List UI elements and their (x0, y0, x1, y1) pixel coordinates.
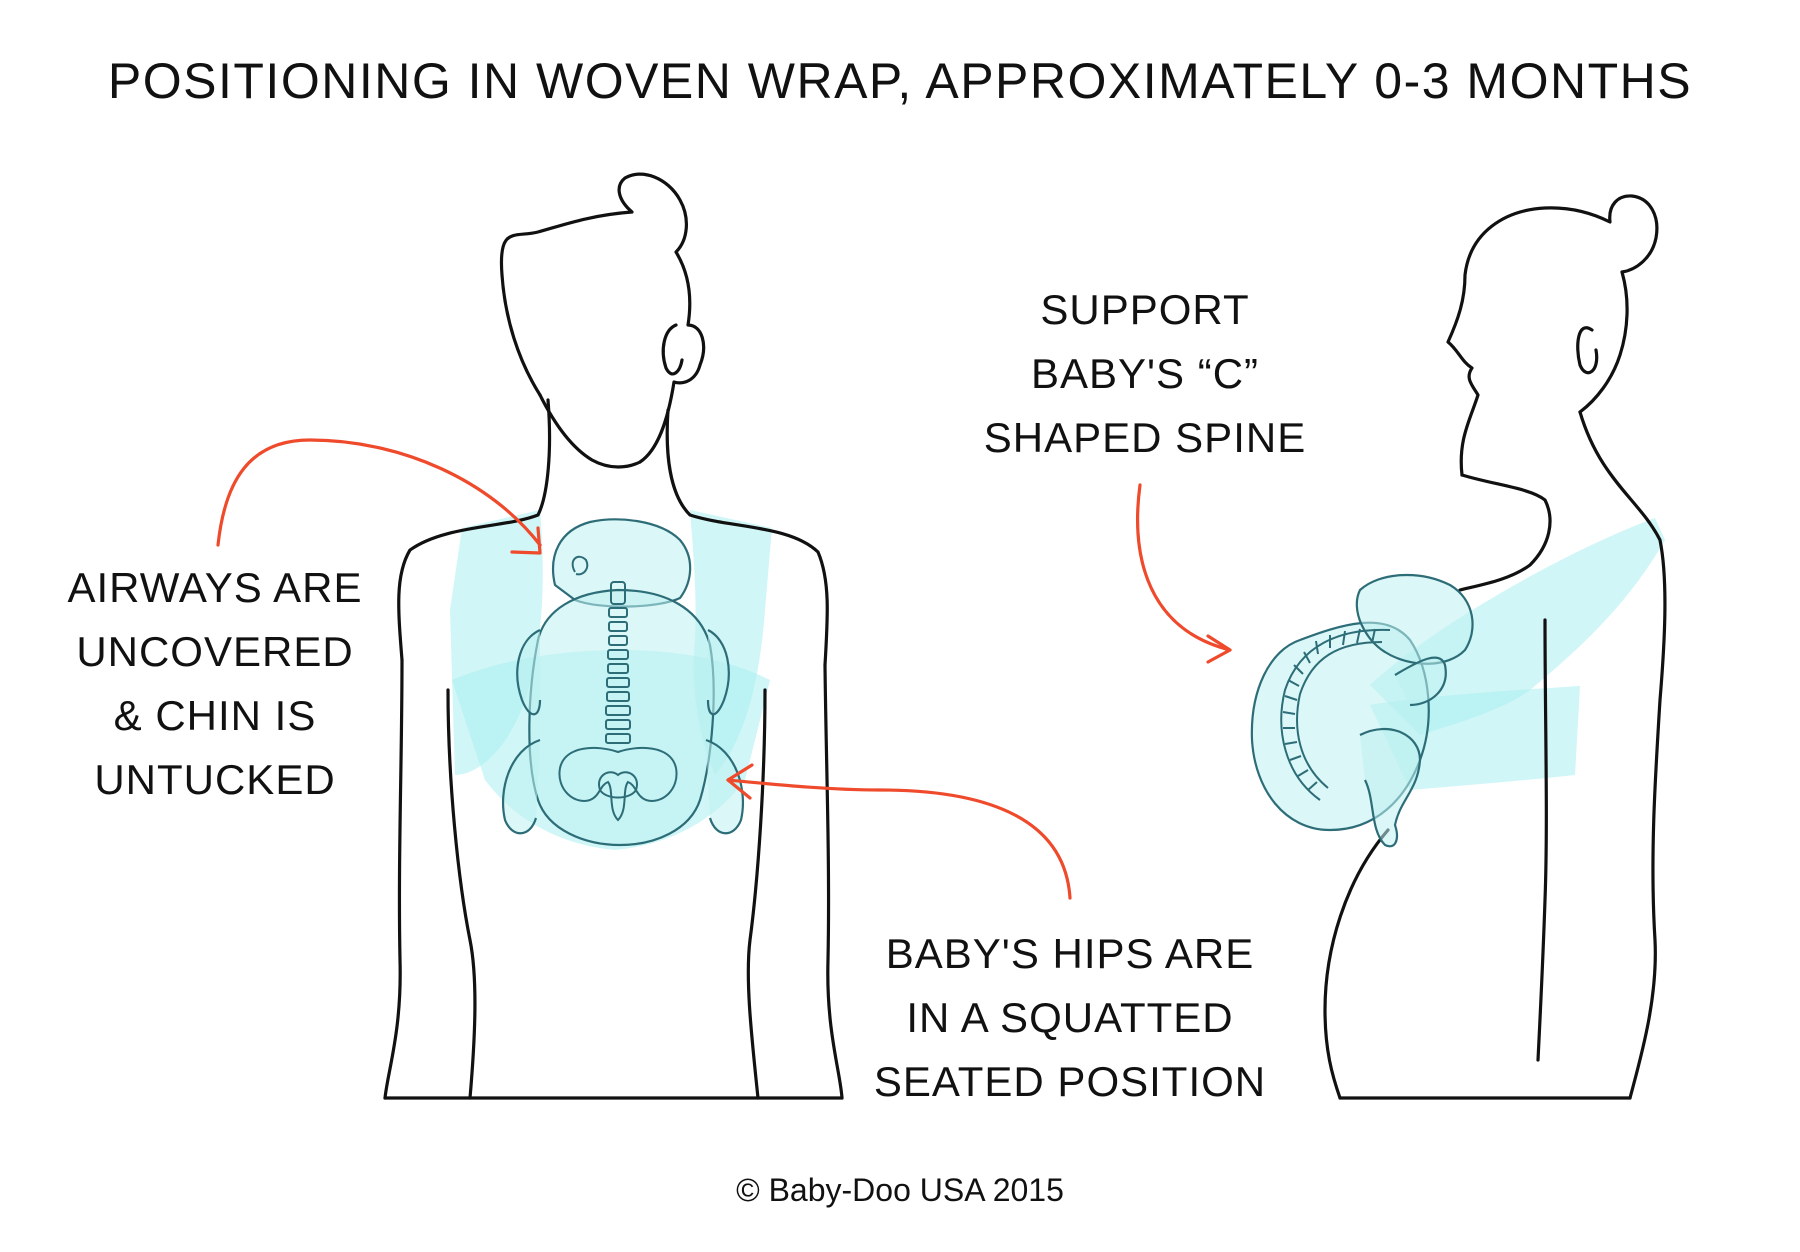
airways-label-line-3: & CHIN IS (30, 684, 400, 748)
arrow-spine (1138, 485, 1230, 650)
side-arm-line (1538, 620, 1546, 1060)
side-ear (1578, 328, 1597, 373)
side-head-outline (1448, 196, 1657, 475)
front-head-outline (501, 174, 703, 462)
front-ear (663, 325, 682, 374)
hips-label-line-3: SEATED POSITION (860, 1050, 1280, 1114)
side-front-contour (1460, 475, 1550, 590)
airways-label-line-1: AIRWAYS ARE (30, 556, 400, 620)
spine-label-line-2: BABY'S “C” (960, 342, 1330, 406)
hips-label-line-1: BABY'S HIPS ARE (860, 922, 1280, 986)
front-jaw (540, 395, 640, 467)
arrow-spine-head (1208, 636, 1230, 662)
front-view-figure (385, 174, 842, 1098)
copyright-notice: © Baby-Doo USA 2015 (0, 1172, 1800, 1209)
spine-label-line-1: SUPPORT (960, 278, 1330, 342)
side-belly (1325, 830, 1388, 1098)
hips-label-line-2: IN A SQUATTED (860, 986, 1280, 1050)
spine-label-line-3: SHAPED SPINE (960, 406, 1330, 470)
side-baby-leg (1360, 729, 1420, 846)
airways-label: AIRWAYS ARE UNCOVERED & CHIN IS UNTUCKED (30, 556, 400, 812)
front-baby-body (529, 590, 713, 845)
front-right-torso (825, 665, 842, 1098)
diagram-title: POSITIONING IN WOVEN WRAP, APPROXIMATELY… (0, 52, 1800, 110)
airways-label-line-2: UNCOVERED (30, 620, 400, 684)
side-back-contour (1580, 412, 1665, 1098)
spine-label: SUPPORT BABY'S “C” SHAPED SPINE (960, 278, 1330, 470)
hips-label: BABY'S HIPS ARE IN A SQUATTED SEATED POS… (860, 922, 1280, 1114)
airways-label-line-4: UNTUCKED (30, 748, 400, 812)
arrow-hips (728, 780, 1070, 898)
